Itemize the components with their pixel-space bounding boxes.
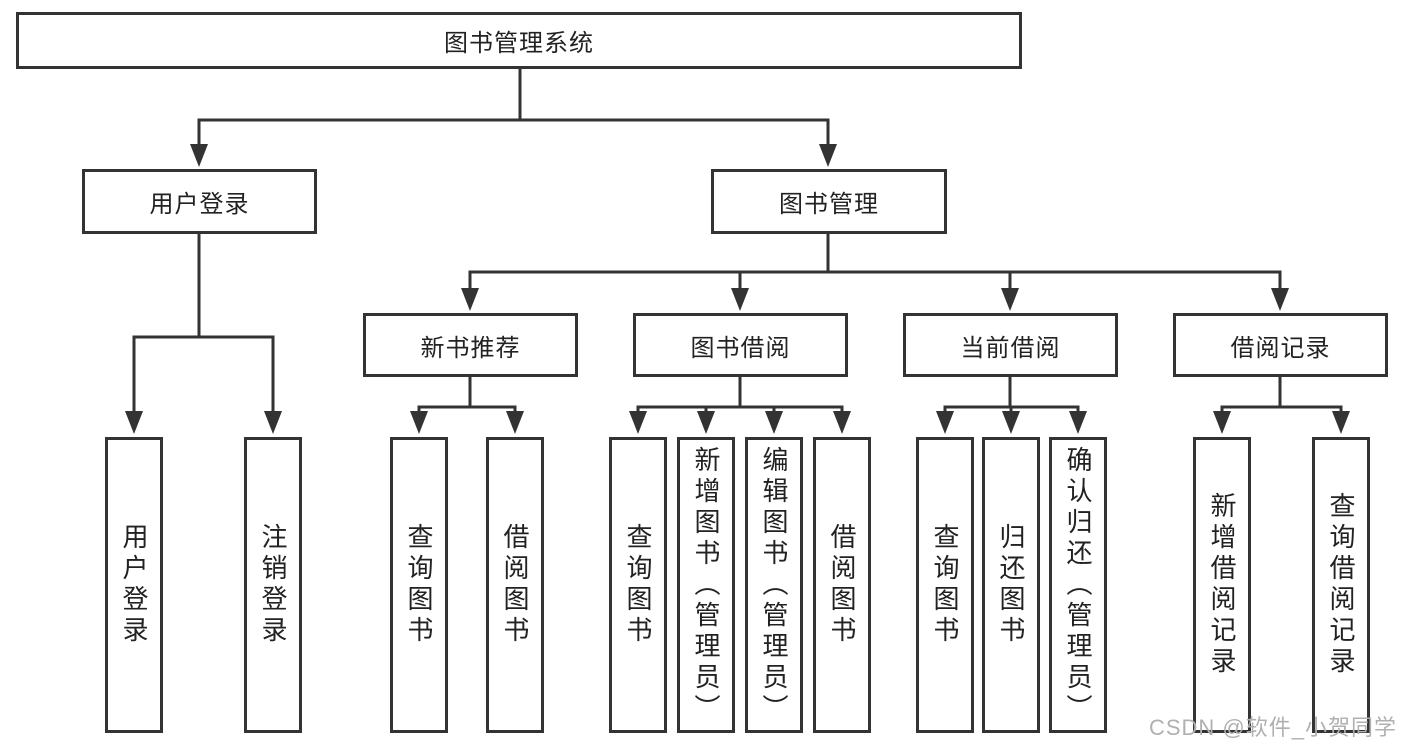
leaf-borrow-books-borrowing: 借阅图书 — [813, 437, 871, 733]
node-label: 当前借阅 — [960, 334, 1061, 362]
node-book-management-branch: 图书管理 — [711, 169, 947, 234]
node-label: 查询图书 — [623, 523, 653, 647]
node-label: 新书推荐 — [420, 334, 521, 362]
node-label: 借阅图书 — [500, 523, 530, 647]
node-label: 图书管理 — [779, 191, 879, 218]
node-current-borrowing: 当前借阅 — [903, 313, 1118, 377]
leaf-user-login: 用户登录 — [105, 437, 163, 733]
node-label: 查询借阅记录 — [1326, 492, 1356, 678]
node-user-login-branch: 用户登录 — [82, 169, 317, 234]
node-label: 用户登录 — [119, 523, 149, 647]
csdn-watermark: CSDN @软件_小贺同学 — [1148, 715, 1397, 740]
node-label: 新增借阅记录 — [1207, 492, 1237, 678]
node-label: 借阅记录 — [1230, 334, 1331, 362]
leaf-return-books: 归还图书 — [982, 437, 1040, 733]
leaf-query-books-borrowing: 查询图书 — [609, 437, 667, 733]
leaf-query-books-current: 查询图书 — [916, 437, 974, 733]
leaf-confirm-return-admin: 确认归还（管理员） — [1049, 437, 1107, 733]
node-library-management-system: 图书管理系统 — [16, 12, 1022, 69]
leaf-add-books-admin: 新增图书（管理员） — [677, 437, 735, 733]
node-label: 新增图书（管理员） — [691, 445, 721, 725]
node-borrowing-records: 借阅记录 — [1173, 313, 1388, 377]
node-label: 借阅图书 — [827, 523, 857, 647]
leaf-borrow-books-recommend: 借阅图书 — [486, 437, 544, 733]
node-label: 图书借阅 — [690, 334, 791, 362]
node-label: 编辑图书（管理员） — [759, 445, 789, 725]
node-label: 归还图书 — [996, 523, 1026, 647]
node-label: 确认归还（管理员） — [1063, 445, 1093, 725]
leaf-logout: 注销登录 — [244, 437, 302, 733]
leaf-query-books-recommend: 查询图书 — [390, 437, 448, 733]
leaf-edit-books-admin: 编辑图书（管理员） — [745, 437, 803, 733]
leaf-query-borrow-record: 查询借阅记录 — [1312, 437, 1370, 733]
node-label: 注销登录 — [258, 523, 288, 647]
node-label: 图书管理系统 — [444, 30, 594, 57]
node-label: 用户登录 — [149, 191, 250, 218]
node-label: 查询图书 — [404, 523, 434, 647]
node-new-book-recommendation: 新书推荐 — [363, 313, 578, 377]
node-book-borrowing: 图书借阅 — [633, 313, 848, 377]
node-label: 查询图书 — [930, 523, 960, 647]
leaf-add-borrow-record: 新增借阅记录 — [1193, 437, 1251, 733]
